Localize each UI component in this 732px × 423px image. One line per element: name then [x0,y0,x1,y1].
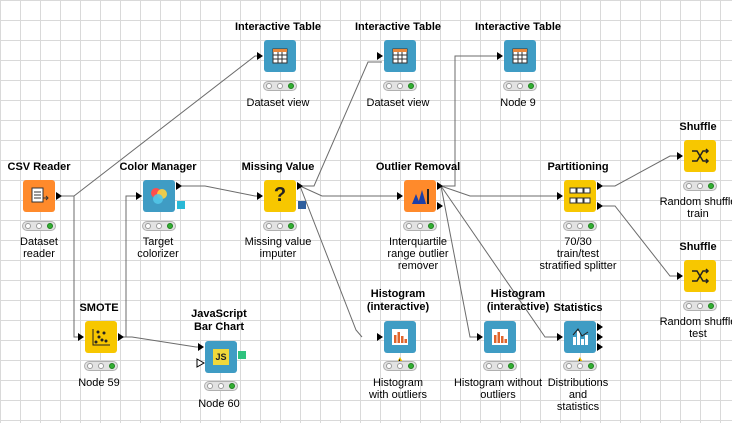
status-traffic-light [563,361,597,371]
status-traffic-light [683,301,717,311]
output-port-2[interactable] [597,202,603,210]
output-port-3[interactable] [597,343,603,351]
status-traffic-light [563,221,597,231]
input-port[interactable] [377,52,383,60]
js-badge-text: JS [213,349,229,365]
output-port[interactable] [176,182,182,190]
node-title: CSV Reader [7,161,71,173]
scatter-dots-icon[interactable] [85,321,117,353]
wire-smote-to-barchart [118,336,201,348]
node-label: Histogram without outliers [453,377,543,401]
wire-into-color-manager [125,195,142,337]
output-port[interactable] [56,192,62,200]
bar-histogram-icon[interactable] [484,321,516,353]
status-traffic-light [683,181,717,191]
node-title: SMOTE [79,302,119,314]
node-label: Target colorizer [137,236,179,260]
flow-input-port[interactable] [196,358,206,368]
shuffle-icon[interactable] [684,140,716,172]
input-port[interactable] [677,272,683,280]
output-port-2[interactable] [597,333,603,341]
wire-outlier-to-partition [440,185,562,197]
node-label: Histogram with outliers [368,377,428,401]
node-title: Color Manager [119,161,197,173]
status-traffic-light [403,221,437,231]
node-title: Shuffle [679,241,717,253]
node-label: Dataset reader [20,236,58,260]
node-title: Statistics [553,302,603,314]
node-label: Missing value imputer [244,236,312,260]
status-traffic-light [263,221,297,231]
input-port[interactable] [377,333,383,341]
status-traffic-light [22,221,56,231]
input-port[interactable] [397,192,403,200]
node-label: Distributions and statistics [547,377,609,413]
input-port[interactable] [497,52,503,60]
input-port[interactable] [136,192,142,200]
model-output-port[interactable] [298,201,306,209]
input-port[interactable] [477,333,483,341]
color-palette-icon[interactable] [143,180,175,212]
input-port[interactable] [257,192,263,200]
output-port[interactable] [118,333,124,341]
statistics-icon[interactable] [564,321,596,353]
node-title: Interactive Table [235,21,321,33]
wire-missing-to-outlier [299,185,402,197]
node-title: Shuffle [679,121,717,133]
status-traffic-light [204,381,238,391]
status-traffic-light [383,81,417,91]
question-mark-icon[interactable]: ? [264,180,296,212]
status-traffic-light [503,81,537,91]
node-label: Node 9 [500,97,536,109]
status-traffic-light [263,81,297,91]
partition-grid-icon[interactable] [564,180,596,212]
node-label: Random shuffle test [659,316,732,340]
shuffle-icon[interactable] [684,260,716,292]
status-traffic-light [142,221,176,231]
output-port-1[interactable] [437,182,443,190]
output-port-2[interactable] [437,202,443,210]
node-label: Interquartile range outlier remover [387,236,449,272]
outlier-chart-icon[interactable] [404,180,436,212]
node-title: Missing Value [241,161,315,173]
status-traffic-light [383,361,417,371]
question-glyph: ? [273,184,287,206]
wire-csv-to-smote [61,195,80,338]
node-label: Dataset view [366,97,430,109]
node-title: JavaScript Bar Chart [191,308,247,333]
table-grid-icon[interactable] [264,40,296,72]
node-label: Dataset view [246,97,310,109]
node-title: Histogram (interactive) [366,288,430,313]
status-traffic-light [483,361,517,371]
table-grid-icon[interactable] [384,40,416,72]
image-output-port[interactable] [238,351,246,359]
node-label: Random shuffle train [659,196,732,220]
status-traffic-light [84,361,118,371]
node-label: Node 60 [198,398,240,410]
input-port[interactable] [257,52,263,60]
node-title: Partitioning [547,161,609,173]
output-port-1[interactable] [597,323,603,331]
input-port[interactable] [78,333,84,341]
node-title: Interactive Table [475,21,561,33]
output-port-1[interactable] [597,182,603,190]
input-port[interactable] [557,333,563,341]
output-port[interactable] [297,182,303,190]
input-port[interactable] [677,152,683,160]
input-port[interactable] [557,192,563,200]
node-title: Histogram (interactive) [486,288,550,313]
bar-histogram-icon[interactable] [384,321,416,353]
node-label: Node 59 [78,377,120,389]
model-output-port[interactable] [177,201,185,209]
file-table-icon[interactable] [23,180,55,212]
node-label: 70/30 train/test stratified splitter [539,236,617,272]
wire-csv-to-table1 [61,55,262,197]
node-title: Interactive Table [355,21,441,33]
input-port[interactable] [198,343,204,351]
js-badge-icon[interactable]: JS [205,341,237,373]
wire-color-to-missing [180,185,262,197]
node-title: Outlier Removal [375,161,461,173]
table-grid-icon[interactable] [504,40,536,72]
